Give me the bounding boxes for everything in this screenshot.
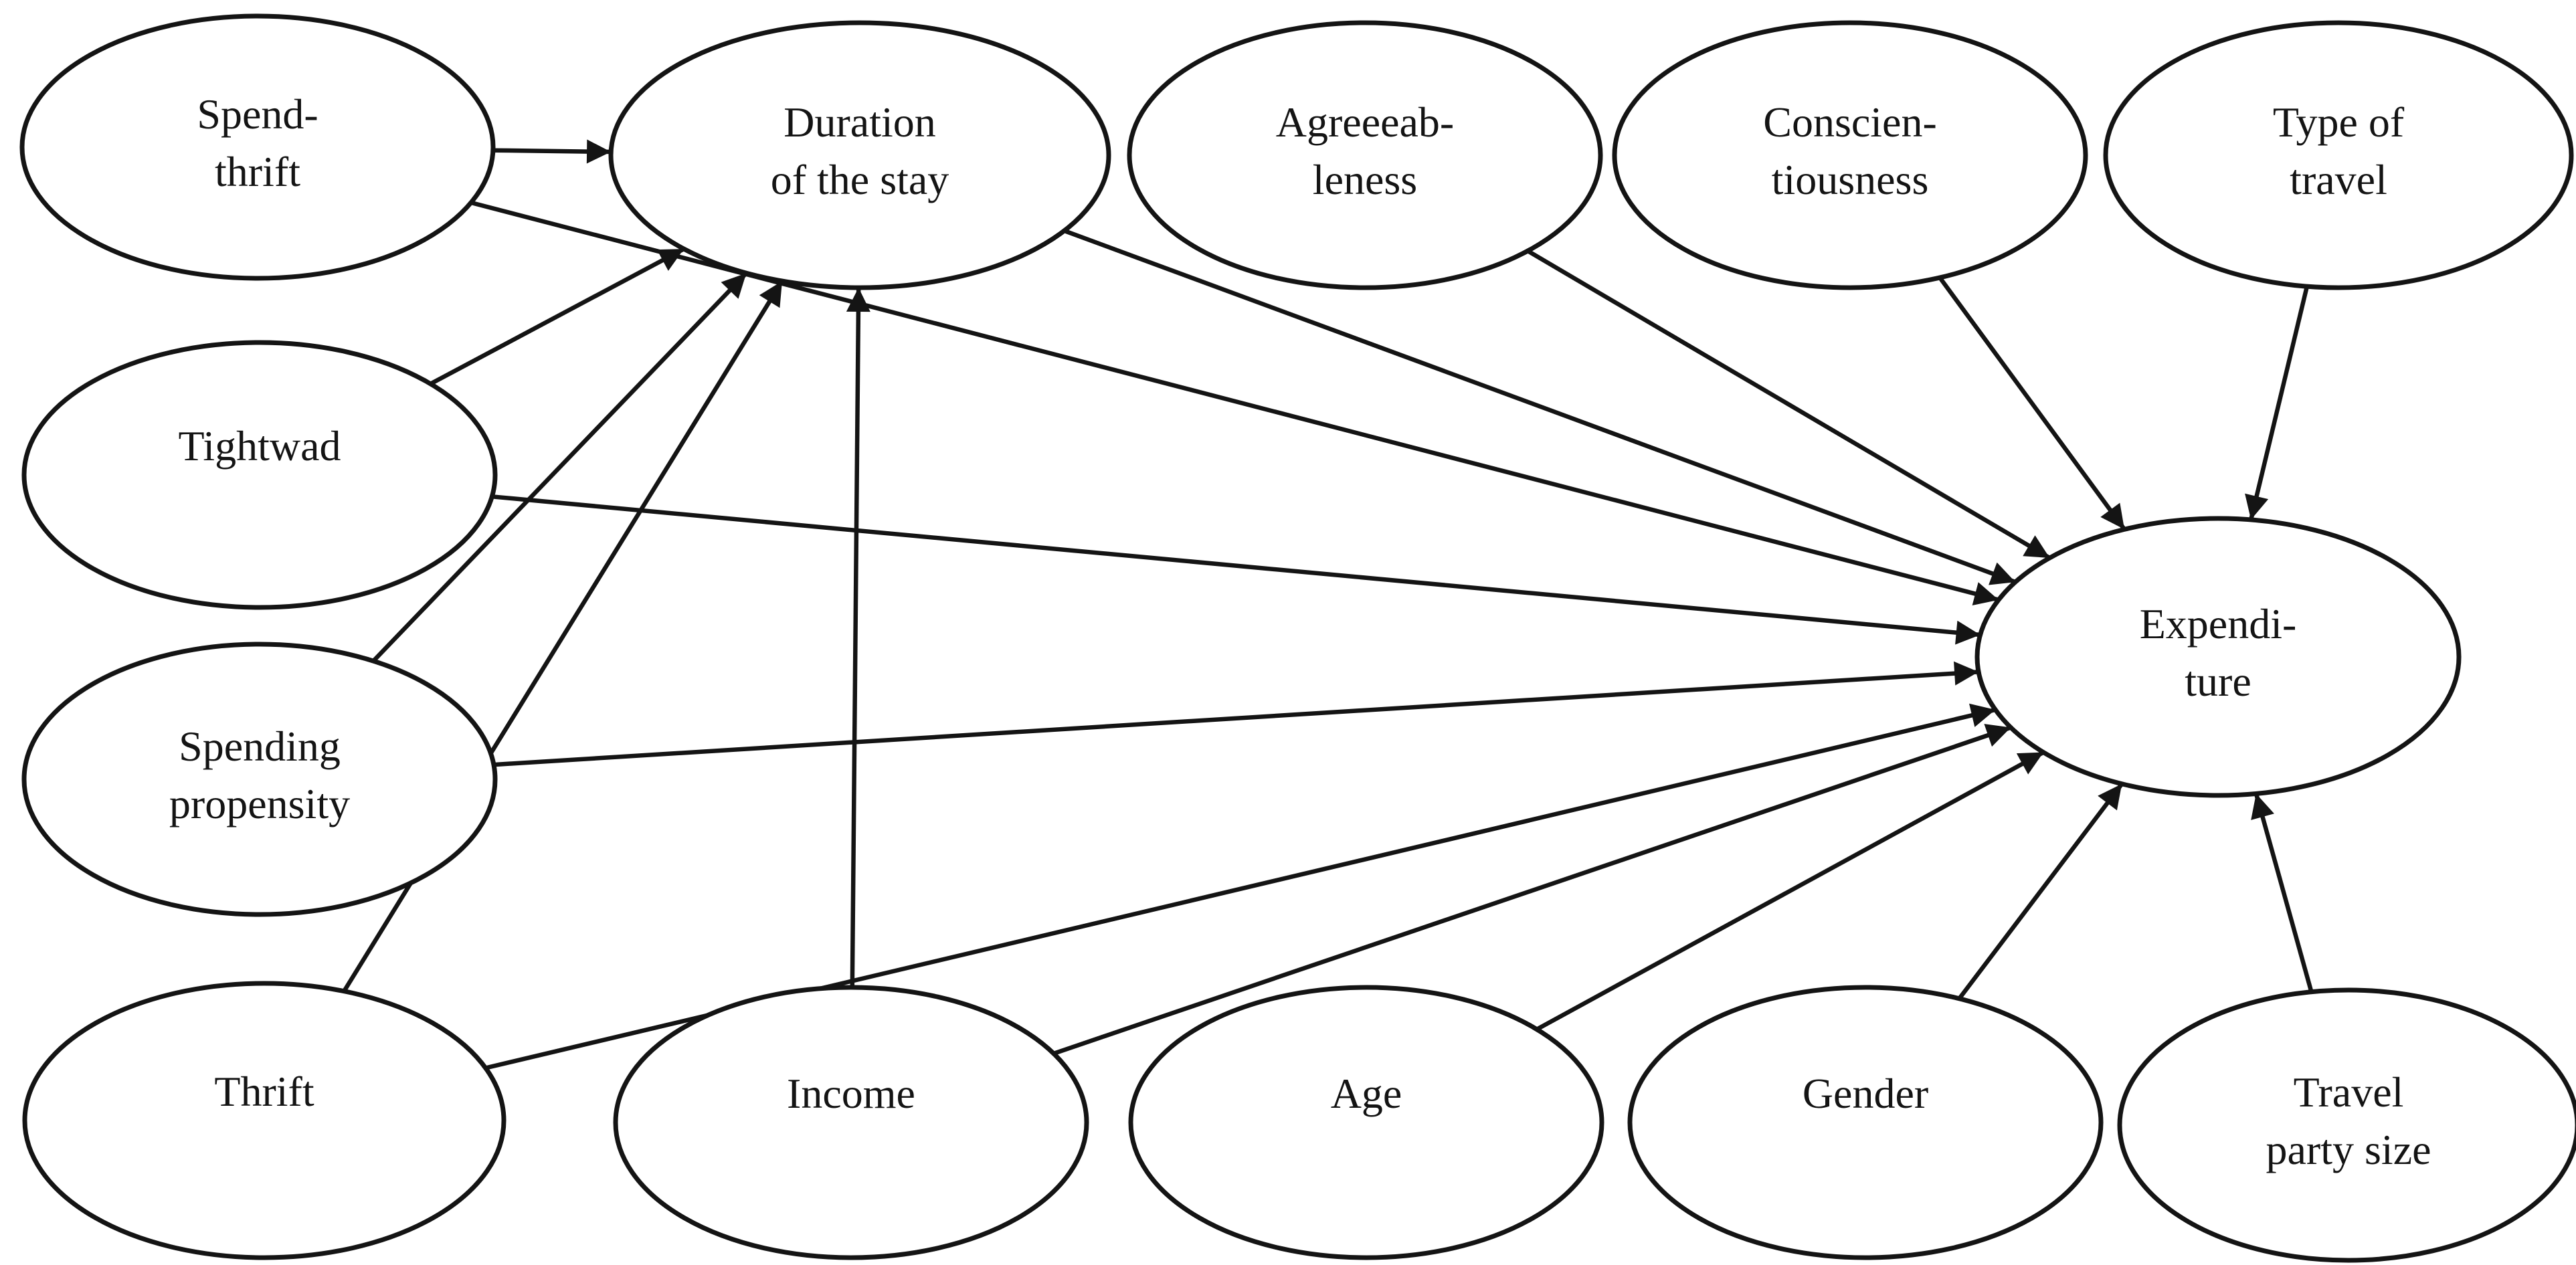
node-income-label: Income <box>787 1070 915 1117</box>
node-tightwad: Tightwad <box>21 340 498 610</box>
node-tightwad-label: Tightwad <box>178 422 341 470</box>
node-thrift-ellipse <box>22 981 507 1260</box>
node-agreeableness: Agreeeab-leness <box>1127 20 1603 290</box>
node-age: Age <box>1128 985 1604 1260</box>
node-type-of-travel-ellipse <box>2103 20 2574 290</box>
node-spend-thrift: Spend-thrift <box>19 13 496 281</box>
node-agreeableness-ellipse <box>1127 20 1603 290</box>
node-thrift-label: Thrift <box>214 1068 314 1115</box>
node-thrift: Thrift <box>22 981 507 1260</box>
node-duration-ellipse <box>608 20 1111 290</box>
edge-conscientiousness--expenditure-arrow <box>1938 276 2126 531</box>
node-age-label: Age <box>1331 1070 1402 1117</box>
node-age-ellipse <box>1128 985 1604 1260</box>
edge-income--duration-arrow <box>846 287 870 988</box>
edge-tightwad--expenditure-arrow <box>491 494 1981 645</box>
node-income-ellipse <box>613 985 1089 1260</box>
edge-duration--expenditure-arrow <box>1063 228 2017 585</box>
edge-spend-thrift--duration-arrow <box>492 139 612 164</box>
node-conscientiousness-ellipse <box>1612 20 2088 290</box>
node-travel-party-size-ellipse <box>2117 987 2576 1263</box>
node-tightwad-ellipse <box>21 340 498 610</box>
node-spend-thrift-label: Spend-thrift <box>197 90 318 195</box>
node-agreeableness-label: Agreeeab-leness <box>1276 98 1454 203</box>
edge-spending-propensity--duration-arrow <box>371 272 748 663</box>
edge-gender--expenditure-arrow <box>1957 782 2124 1000</box>
node-gender: Gender <box>1627 985 2104 1260</box>
edge-spending-propensity--expenditure-arrow <box>493 661 1979 767</box>
node-expenditure-ellipse <box>1974 516 2462 798</box>
node-conscientiousness-label: Conscien-tiousness <box>1763 98 1937 203</box>
edge-tightwad--duration-arrow <box>429 247 685 386</box>
node-spend-thrift-ellipse <box>19 13 496 281</box>
edge-type-of-travel--expenditure-arrow <box>2245 286 2310 520</box>
node-gender-ellipse <box>1627 985 2104 1260</box>
node-expenditure-label: Expendi-ture <box>2140 600 2297 705</box>
node-expenditure: Expendi-ture <box>1974 516 2462 798</box>
edge-income--expenditure-arrow <box>1052 724 2012 1056</box>
node-spending-propensity-ellipse <box>21 642 498 917</box>
node-gender-label: Gender <box>1803 1070 1928 1117</box>
edge-agreeableness--expenditure-arrow <box>1526 249 2051 560</box>
node-conscientiousness: Conscien-tiousness <box>1612 20 2088 290</box>
node-income: Income <box>613 985 1089 1260</box>
edge-age--expenditure-arrow <box>1536 750 2045 1032</box>
edge-travel-party-size--expenditure-arrow <box>2251 793 2314 993</box>
